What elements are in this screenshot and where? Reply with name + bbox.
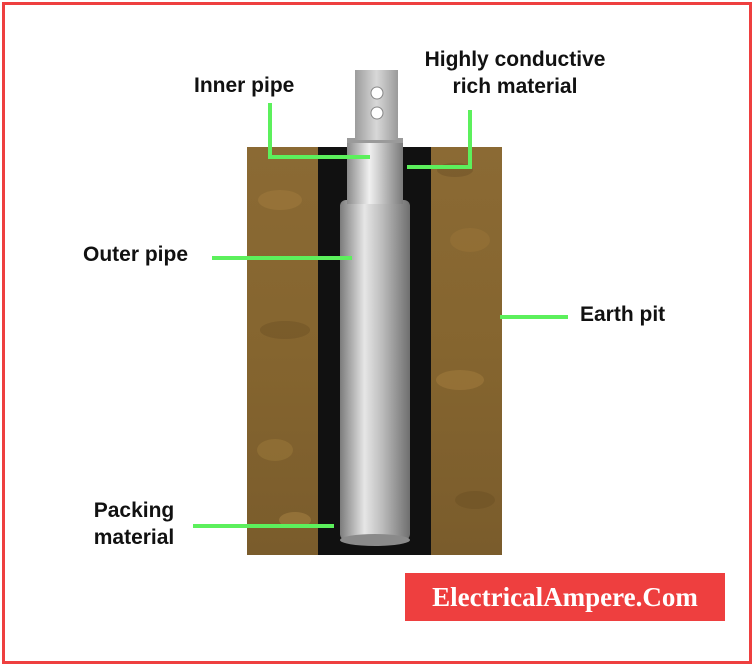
inner-pipe <box>347 140 403 204</box>
leader-line-conductive-material <box>407 110 472 169</box>
label-outer-pipe: Outer pipe <box>83 243 189 266</box>
leader-line-inner-pipe <box>268 103 370 159</box>
label-line: material <box>93 526 175 549</box>
label-line: rich material <box>452 75 578 98</box>
terminal-lug <box>355 70 398 140</box>
outer-pipe-bottom <box>340 534 410 546</box>
label-line: Packing <box>93 499 175 522</box>
bolt-hole-icon <box>370 86 384 100</box>
watermark-banner: ElectricalAmpere.Com <box>405 573 725 621</box>
label-line: Highly conductive <box>424 48 606 71</box>
label-packing-material: Packing material <box>74 497 194 551</box>
leader-lines <box>193 103 568 528</box>
label-highly-conductive-material: Highly conductive rich material <box>405 46 625 100</box>
bolt-hole-icon <box>370 106 384 120</box>
label-earth-pit: Earth pit <box>580 303 666 326</box>
outer-pipe <box>340 200 410 540</box>
label-inner-pipe: Inner pipe <box>194 74 295 97</box>
